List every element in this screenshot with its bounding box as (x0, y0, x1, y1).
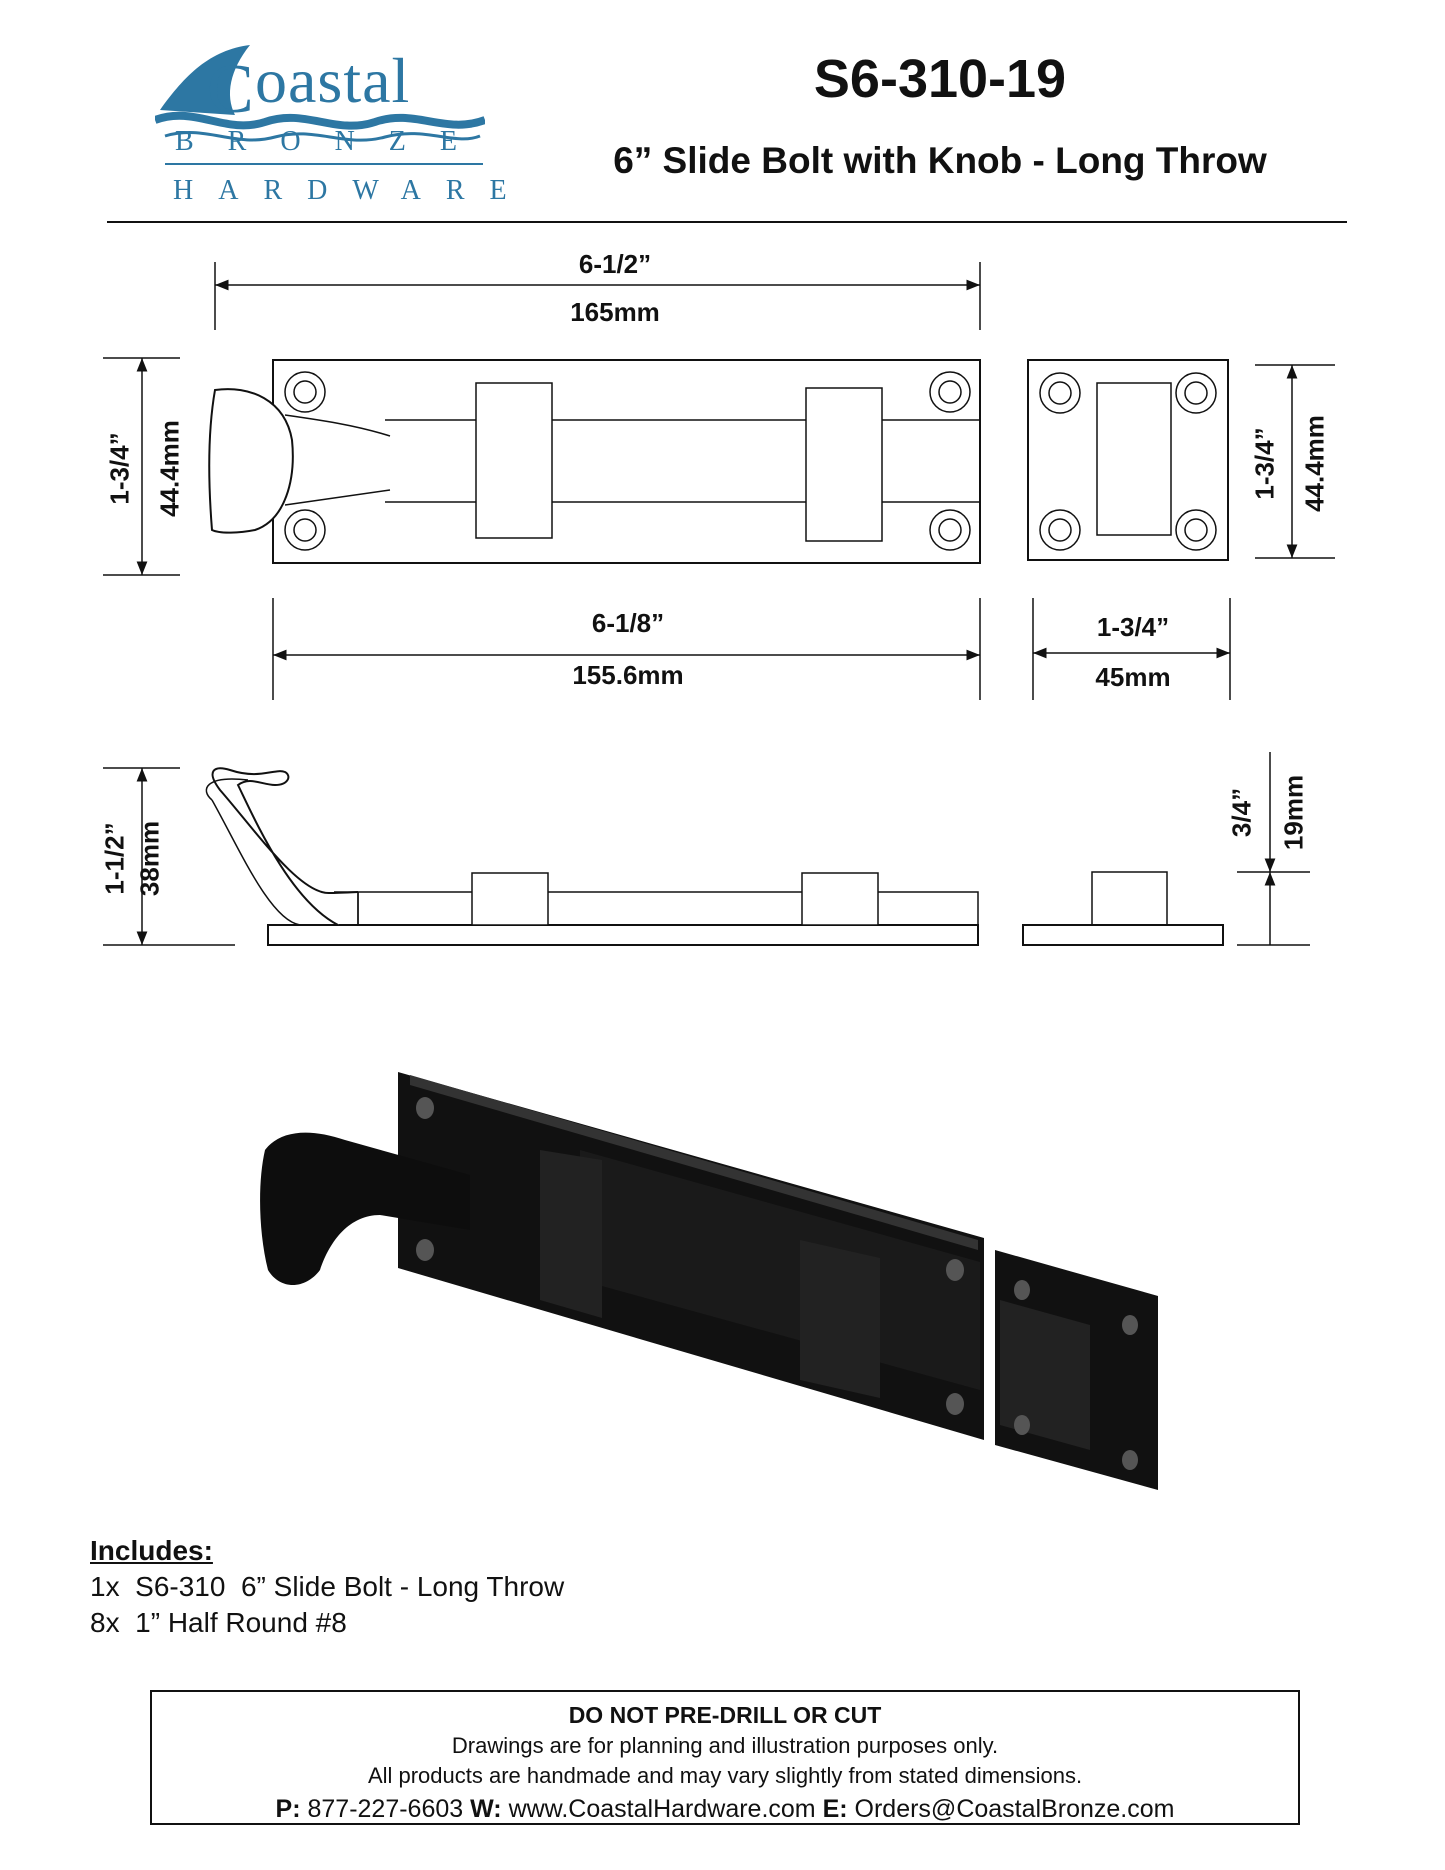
keeper-front (1027, 359, 1229, 561)
includes-title: Includes: (90, 1535, 213, 1566)
item-qty: 1x (90, 1571, 120, 1602)
item-text: 1” Half Round #8 (135, 1607, 347, 1638)
dim-side-height-mm: 38mm (134, 820, 165, 897)
disclaimer-heading: DO NOT PRE-DRILL OR CUT (568, 1702, 882, 1728)
includes-section: Includes: 1x S6-310 6” Slide Bolt - Long… (90, 1535, 564, 1639)
contact-line: P: 877-227-6603 W: www.CoastalHardware.c… (152, 1795, 1298, 1824)
dim-keeper-height-in: 1-3/4” (1249, 427, 1280, 500)
list-item: 8x 1” Half Round #8 (90, 1607, 564, 1639)
dim-keeper-side-height-mm: 19mm (1278, 774, 1309, 851)
dim-plate-width-in: 6-1/8” (591, 608, 665, 638)
web-label: W: (470, 1795, 502, 1823)
dim-plate-height-in: 1-3/4” (104, 432, 135, 505)
email-label: E: (822, 1795, 848, 1823)
dim-keeper-side-height-in: 3/4” (1226, 787, 1257, 838)
item-text: S6-310 6” Slide Bolt - Long Throw (135, 1571, 565, 1602)
website-link[interactable]: www.CoastalHardware.com (508, 1795, 816, 1823)
logo-initial: C (207, 51, 254, 128)
logo-wordmark: oastal (255, 45, 411, 116)
product-sku: S6-310-19 (813, 49, 1067, 109)
phone-label: P: (275, 1795, 301, 1823)
logo-rule (165, 163, 483, 165)
wave-logo-icon: C (155, 45, 485, 142)
bolt-knob-side (211, 767, 359, 926)
dim-keeper-height-mm: 44.4mm (1299, 415, 1330, 512)
bolt-knob-front (208, 388, 294, 534)
logo-bronze: BRONZE (175, 126, 491, 157)
bolt-plate-side (267, 924, 979, 946)
header-divider (107, 221, 1347, 223)
disclaimer-line: Drawings are for planning and illustrati… (451, 1733, 999, 1758)
email-link[interactable]: Orders@CoastalBronze.com (854, 1795, 1175, 1823)
disclaimer-line: All products are handmade and may vary s… (367, 1763, 1083, 1788)
dim-plate-height-mm: 44.4mm (154, 420, 185, 517)
product-title: 6” Slide Bolt with Knob - Long Throw (613, 140, 1267, 181)
list-item: 1x S6-310 6” Slide Bolt - Long Throw (90, 1571, 564, 1603)
dim-side-height-in: 1-1/2” (99, 822, 130, 895)
dim-keeper-width-mm: 45mm (1095, 662, 1171, 692)
keeper-side (1022, 924, 1224, 946)
dim-plate-width-mm: 155.6mm (572, 660, 684, 690)
disclaimer-box: DO NOT PRE-DRILL OR CUT Drawings are for… (150, 1690, 1300, 1825)
dim-keeper-width-in: 1-3/4” (1096, 612, 1170, 642)
logo-hardware: HARDWARE (173, 175, 532, 206)
item-qty: 8x (90, 1607, 120, 1638)
technical-drawing (103, 262, 1335, 1490)
dim-overall-width-in: 6-1/2” (578, 249, 652, 279)
phone-number[interactable]: 877-227-6603 (307, 1795, 464, 1823)
dim-overall-width-mm: 165mm (570, 297, 660, 327)
product-render (260, 1072, 1158, 1490)
brand-logo: C oastal BRONZE HARDWARE (155, 40, 507, 210)
